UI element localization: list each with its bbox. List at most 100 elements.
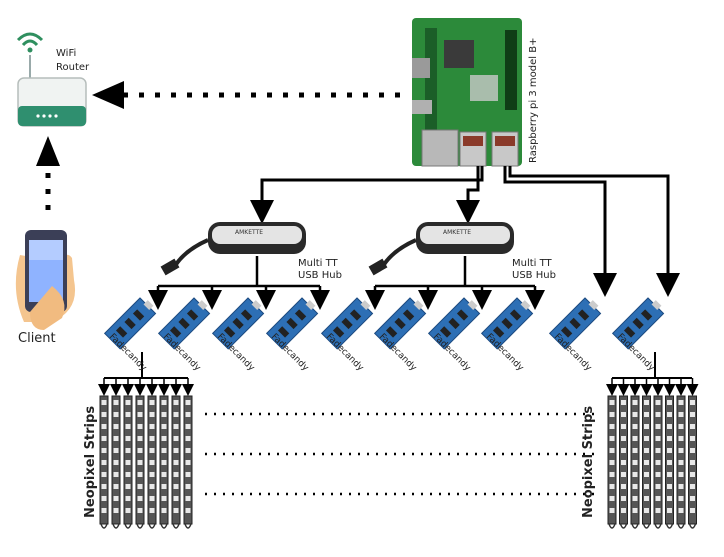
neopixel-led [644, 484, 649, 489]
neopixel-led [137, 484, 143, 489]
neopixel-led [149, 448, 155, 453]
neopixel-led [609, 412, 615, 417]
neopixel-led [655, 400, 661, 405]
neopixel-led [173, 424, 179, 429]
neopixel-led [678, 412, 684, 417]
neopixel-led [185, 424, 191, 429]
neopixel-led [101, 484, 107, 489]
neopixel-led [161, 496, 167, 501]
neopixel-led [609, 460, 615, 465]
neopixel-led [173, 496, 179, 501]
neopixel-led [161, 412, 167, 417]
neopixel-led [667, 484, 672, 489]
neopixel-led [161, 436, 167, 441]
neopixel-led [667, 472, 672, 477]
strip-wire [654, 523, 662, 529]
neopixel-led [644, 460, 649, 465]
neopixel-led [655, 424, 661, 429]
usb-hub-left [160, 222, 306, 276]
fadecandy-board [548, 297, 602, 350]
neopixel-led [161, 460, 167, 465]
strip-wire [642, 523, 651, 529]
neopixel-led [644, 508, 649, 513]
neopixel-led [113, 448, 119, 453]
raspberry-pi [412, 18, 522, 167]
neopixel-led [173, 400, 179, 405]
fadecandy-board [265, 297, 319, 350]
strip-wire [124, 523, 132, 529]
neopixel-led [632, 484, 638, 489]
fadecandy-board [611, 297, 665, 350]
neopixel-led [667, 508, 672, 513]
neopixel-led [690, 484, 695, 489]
neopixel-led [149, 508, 155, 513]
neopixel-led [173, 448, 179, 453]
neopixel-led [161, 400, 167, 405]
hub-fadecandy-connections [148, 256, 545, 310]
neopixel-led [149, 436, 155, 441]
strips-right-label: Neopixel Strips [581, 405, 596, 518]
neopixel-led [185, 448, 191, 453]
neopixel-led [137, 436, 143, 441]
neopixel-led [101, 472, 107, 477]
neopixel-led [101, 508, 107, 513]
neopixel-led [185, 412, 191, 417]
neopixel-led [632, 472, 638, 477]
neopixel-led [632, 424, 638, 429]
neopixel-led [678, 436, 684, 441]
neopixel-led [137, 448, 143, 453]
hub-right-label-line1: Multi TT [512, 258, 552, 269]
neopixel-led [185, 508, 191, 513]
neopixel-led [113, 400, 119, 405]
strip-wire [677, 523, 685, 529]
neopixel-led [113, 424, 119, 429]
neopixel-led [632, 412, 638, 417]
router-arrowhead [92, 81, 124, 109]
neopixel-led [644, 400, 649, 405]
neopixel-led [173, 460, 179, 465]
neopixel-led [609, 448, 615, 453]
hub-right-brand: AMKETTE [443, 229, 472, 236]
strip-wire [112, 523, 120, 529]
strip-wire [172, 523, 180, 529]
neopixel-led [690, 436, 695, 441]
neopixel-led [655, 412, 661, 417]
neopixel-led [609, 484, 615, 489]
neopixel-led [678, 460, 684, 465]
fadecandy-boards [103, 297, 665, 350]
neopixel-led [185, 436, 191, 441]
neopixel-led [185, 400, 191, 405]
neopixel-led [185, 460, 191, 465]
neopixel-led [644, 424, 649, 429]
strip-wire [608, 523, 616, 529]
neopixel-led [113, 496, 119, 501]
hub-left-label-line1: Multi TT [298, 258, 338, 269]
fadecandy-board [480, 297, 534, 350]
neopixel-led [137, 508, 143, 513]
neopixel-led [644, 448, 649, 453]
neopixel-led [185, 496, 191, 501]
hub-left-brand: AMKETTE [235, 229, 264, 236]
neopixel-led [113, 508, 119, 513]
neopixel-led [632, 400, 638, 405]
strip-wire [148, 523, 156, 529]
neopixel-led [609, 424, 615, 429]
neopixel-led [125, 472, 131, 477]
neopixel-led [101, 460, 107, 465]
router-label-line2: Router [56, 62, 90, 73]
neopixel-led [101, 412, 107, 417]
neopixel-led [690, 448, 695, 453]
neopixel-led [621, 496, 626, 501]
neopixel-led [609, 508, 615, 513]
neopixel-led [137, 400, 143, 405]
neopixel-led [621, 448, 626, 453]
neopixel-led [101, 424, 107, 429]
fadecandy-board [211, 297, 265, 350]
neopixel-led [690, 496, 695, 501]
strips-left-label: Neopixel Strips [83, 405, 98, 518]
neopixel-led [621, 436, 626, 441]
neopixel-led [113, 412, 119, 417]
neopixel-led [621, 460, 626, 465]
